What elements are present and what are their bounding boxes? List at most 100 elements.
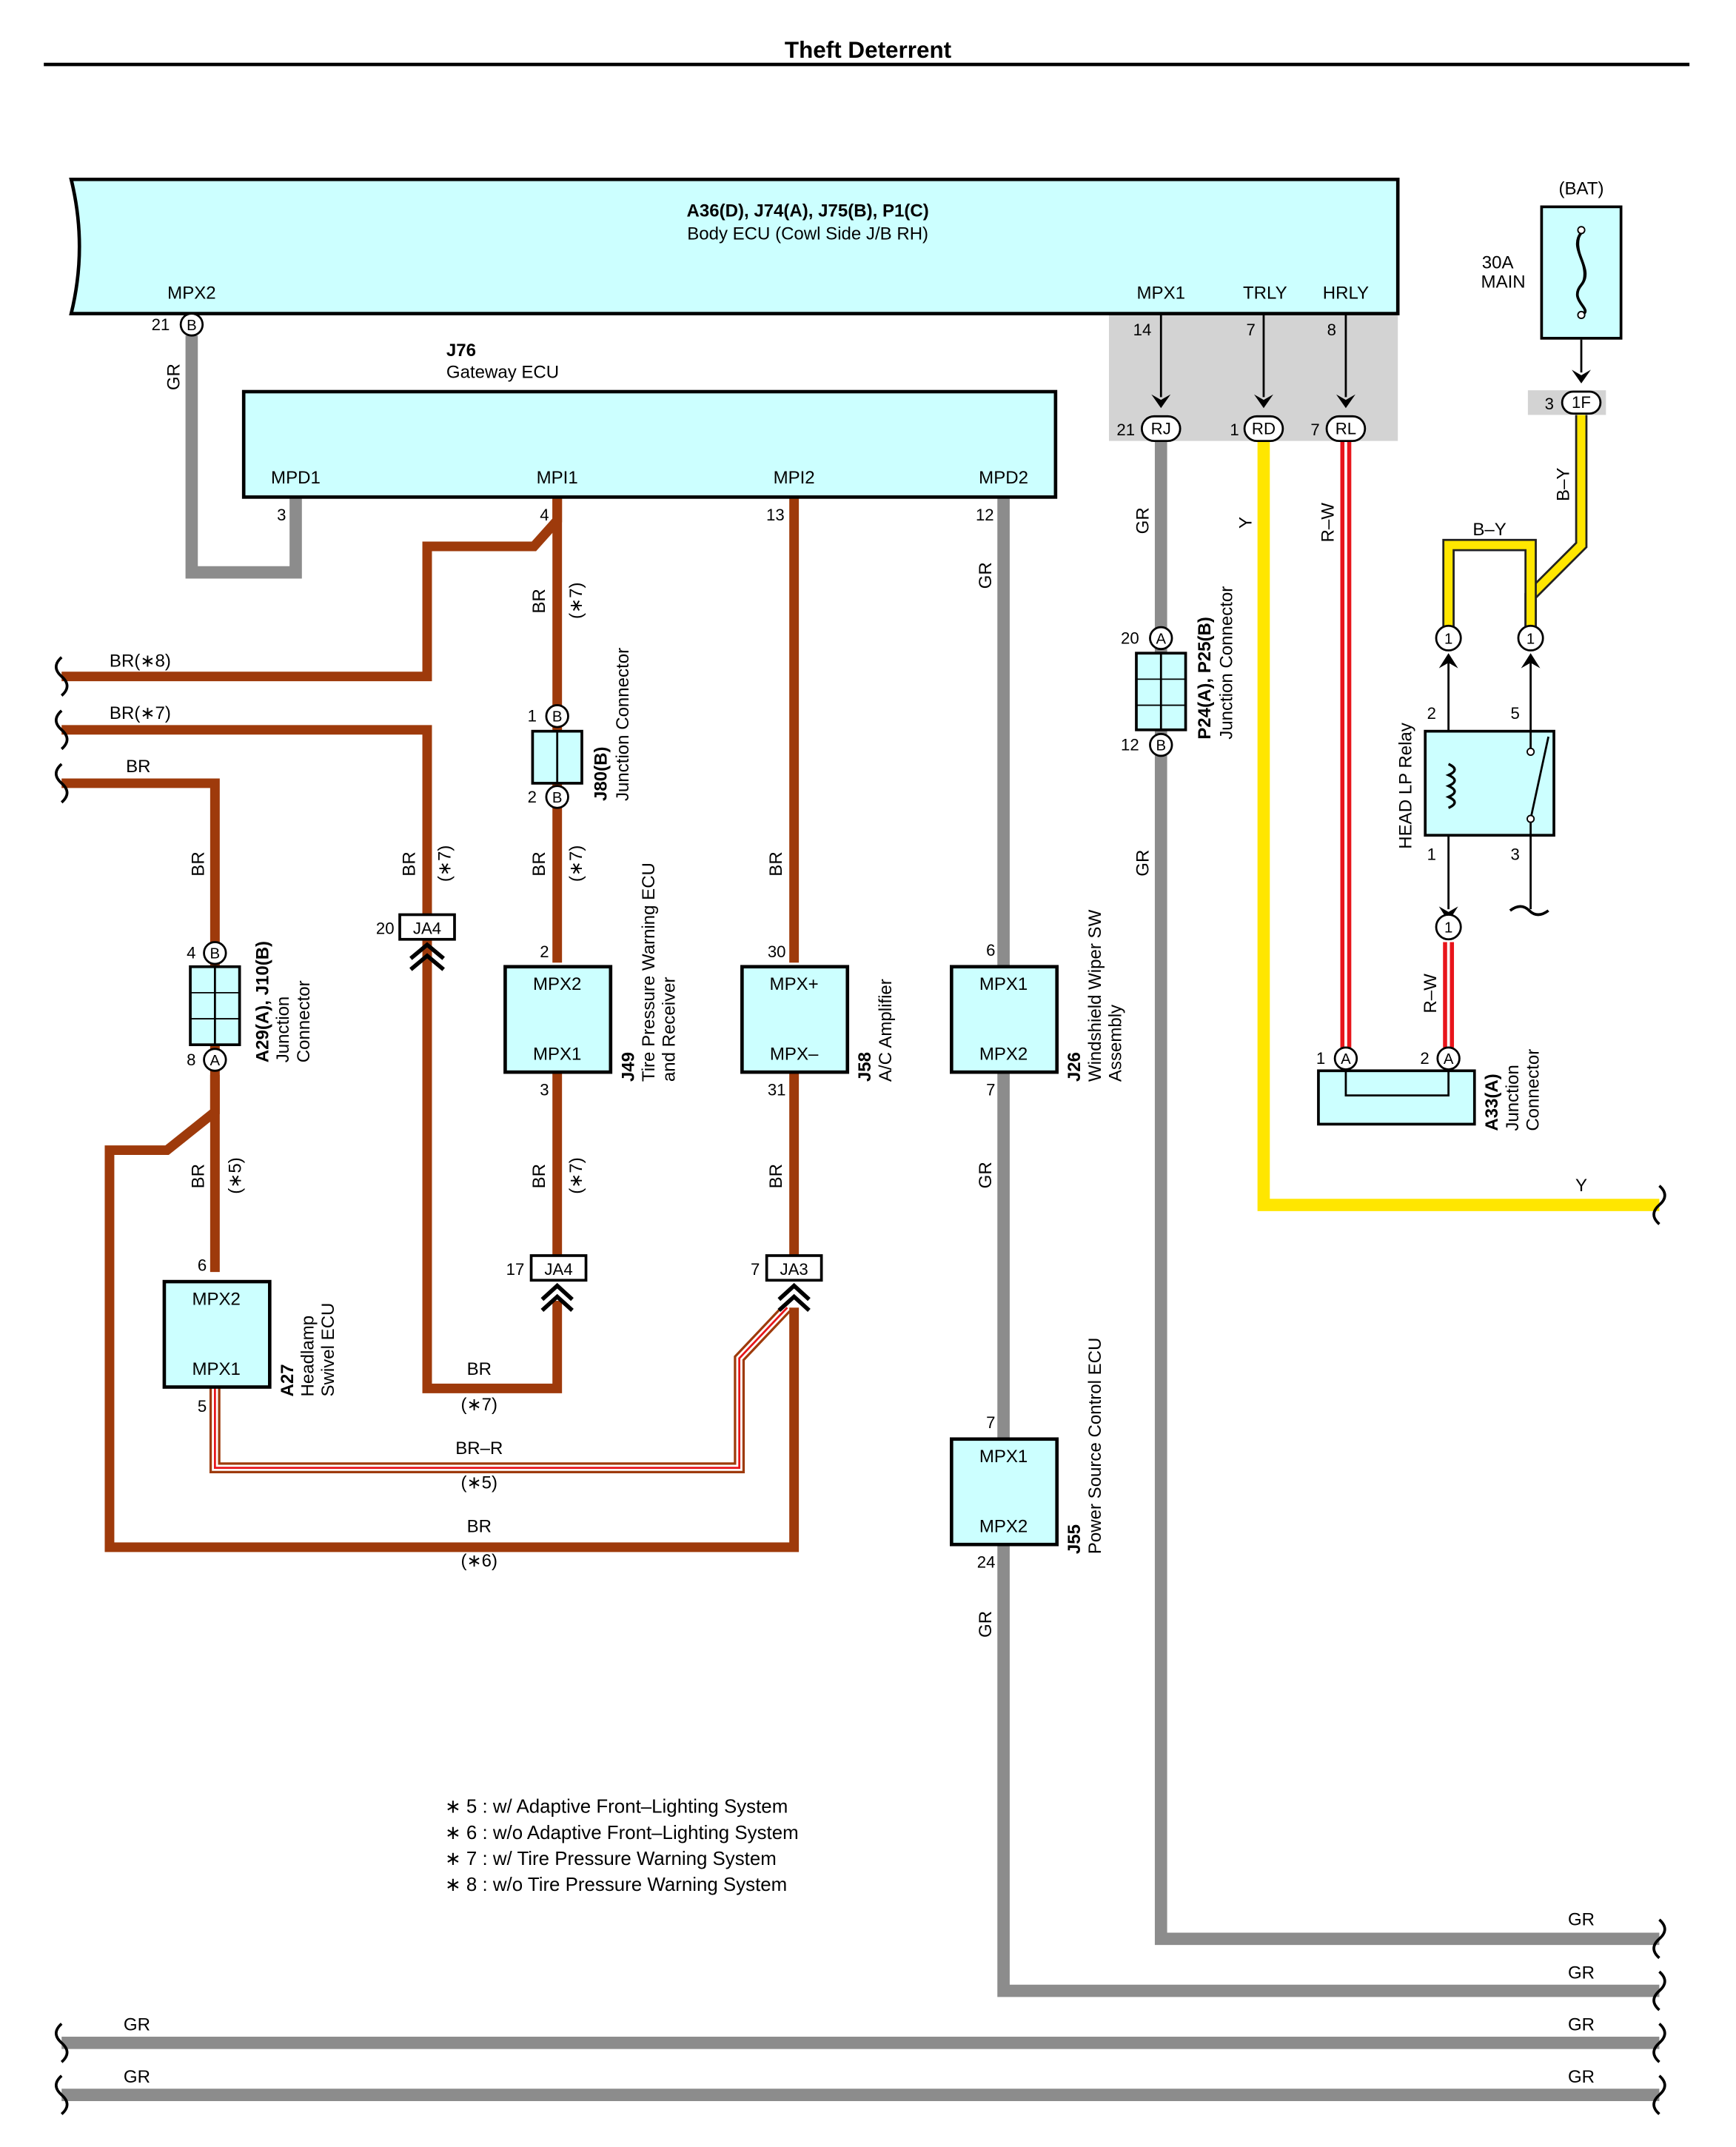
pin-number: 7: [1247, 321, 1256, 339]
wire-label-rw: R–W: [1318, 503, 1338, 543]
pin-label-trly: TRLY: [1243, 283, 1287, 303]
component-name: and Receiver: [660, 977, 680, 1082]
junction-code: RL: [1335, 419, 1356, 438]
component-name: Tire Pressure Warning ECU: [639, 863, 659, 1082]
j49-ecu: 2 MPX2 MPX1 3 J49 Tire Pressure Warning …: [503, 863, 680, 1099]
wire-label-br: BR: [529, 1164, 549, 1188]
footnote: ∗ 8 : w/o Tire Pressure Warning System: [445, 1875, 787, 1895]
pin-number: 12: [1121, 736, 1139, 754]
pin-label: MPX+: [770, 974, 819, 994]
wire-label-s7: (∗7): [566, 845, 586, 882]
wire-gr: [185, 335, 302, 579]
svg-text:B: B: [210, 946, 221, 962]
pin-number: 1: [1316, 1049, 1325, 1068]
component-name: Junction: [273, 997, 293, 1063]
by-wires: [1442, 415, 1588, 629]
wire-br-r: [209, 1304, 791, 1474]
component-name: Assembly: [1106, 1005, 1126, 1082]
pin-label-mpx2: MPX2: [167, 283, 215, 303]
pin-number: 7: [986, 1413, 995, 1432]
wire-label-gr: GR: [1568, 2067, 1595, 2087]
relay-coil-icon: [1445, 763, 1456, 809]
body-ecu-code: A36(D), J74(A), J75(B), P1(C): [687, 201, 929, 221]
pin-number: 20: [1121, 629, 1139, 647]
svg-text:A: A: [1156, 631, 1166, 647]
p24-junction-connector: 20 A 12 B P24(A), P25(B) Junction Connec…: [1121, 586, 1236, 757]
wire-label-br: BR: [766, 851, 786, 876]
wire-label-br: BR: [189, 1164, 209, 1188]
svg-text:B: B: [552, 709, 563, 726]
wire-label-gr: GR: [976, 1162, 996, 1188]
a29-junction-connector: 4 B 8 A A29(A), J10(B) Junction Connecto…: [187, 941, 314, 1072]
gateway-code: J76: [446, 341, 476, 361]
svg-text:1: 1: [1444, 920, 1452, 937]
connector-circle: B: [179, 312, 204, 337]
pin-number: 12: [976, 506, 994, 524]
component-code: J49: [618, 1052, 638, 1082]
component-name: Windshield Wiper SW: [1085, 909, 1105, 1082]
signal-lines: [1159, 313, 1583, 398]
svg-text:A: A: [1444, 1051, 1454, 1068]
pin-number: 1: [1427, 845, 1436, 863]
pin-number: 3: [277, 506, 286, 524]
j55-ecu: 7 MPX1 MPX2 24 J55 Power Source Control …: [949, 1338, 1105, 1572]
junction-rd: 1 RD: [1230, 415, 1284, 442]
pin-number: 5: [1510, 704, 1519, 723]
gateway-box: [241, 389, 1058, 499]
wire-label-br: BR: [467, 1359, 492, 1379]
wire-label-by: B–Y: [1553, 468, 1573, 501]
wire-gr: [997, 498, 1660, 1997]
pin-number: 2: [540, 942, 549, 961]
pin-number: 21: [152, 315, 170, 334]
wire-label-s7: (∗7): [566, 582, 586, 619]
pin-label: MPX1: [979, 974, 1028, 994]
wire-label-gr: GR: [1568, 2015, 1595, 2035]
component-name: Junction Connector: [1216, 586, 1236, 740]
splice-code: JA4: [413, 919, 441, 937]
component-name: Power Source Control ECU: [1085, 1338, 1105, 1555]
arrow-heads: [1151, 369, 1591, 409]
svg-text:1: 1: [1444, 631, 1452, 647]
bat-label: (BAT): [1559, 179, 1604, 199]
pin-number: 4: [540, 506, 549, 524]
component-name: A/C Amplifier: [876, 979, 896, 1082]
pin-number: 30: [768, 942, 786, 961]
pin-label: MPX2: [979, 1045, 1028, 1065]
wire-label-gr: GR: [124, 2067, 150, 2087]
j80-junction-connector: 1 B 2 B J80(B) Junction Connector: [528, 648, 633, 809]
ja3-splice: 7 JA3: [751, 1254, 823, 1312]
pin-number: 20: [376, 919, 395, 937]
junction-rj: 21 RJ: [1116, 415, 1182, 442]
head-lp-relay: 1 1 2 5 1 3 HEAD LP Relay 1: [1396, 624, 1555, 941]
pin-label: MPX2: [979, 1517, 1028, 1537]
wire-label-br7: BR(∗7): [110, 703, 171, 723]
svg-text:1: 1: [1526, 631, 1535, 647]
ja4-lower-splice: 17 JA4: [506, 1254, 588, 1312]
pin-label: MPX2: [533, 974, 581, 994]
br-wires: [61, 498, 800, 1553]
gr-wires: [61, 335, 1660, 2101]
junction-code: RJ: [1151, 419, 1171, 438]
pin-number: 21: [1116, 421, 1135, 439]
pin-label-hrly: HRLY: [1323, 283, 1369, 303]
pin-label: MPI1: [537, 468, 578, 488]
wire-label-gr: GR: [1133, 850, 1153, 877]
component-code: P24(A), P25(B): [1195, 617, 1215, 740]
pin-number: 3: [1545, 395, 1554, 413]
component-code: J80(B): [591, 747, 611, 801]
pin-number: 31: [768, 1081, 786, 1099]
wire-label-y: Y: [1236, 517, 1256, 529]
svg-text:A: A: [1341, 1051, 1351, 1068]
pin-label-mpx1: MPX1: [1137, 283, 1185, 303]
wire-label-s5: (∗5): [225, 1157, 245, 1194]
footnote: ∗ 6 : w/o Adaptive Front–Lighting System: [445, 1823, 799, 1843]
pin-label: MPX1: [979, 1447, 1028, 1467]
wire-end-breaks: [54, 656, 1666, 2115]
svg-text:B: B: [187, 318, 197, 334]
gateway-ecu: J76 Gateway ECU MPD1 MPI1 MPI2 MPD2 3 4 …: [241, 341, 1058, 524]
pin-label: MPI2: [774, 468, 815, 488]
component-name: Junction Connector: [613, 648, 633, 801]
wire-label-s6: (∗6): [461, 1551, 498, 1571]
component-name: Headlamp: [298, 1316, 318, 1397]
